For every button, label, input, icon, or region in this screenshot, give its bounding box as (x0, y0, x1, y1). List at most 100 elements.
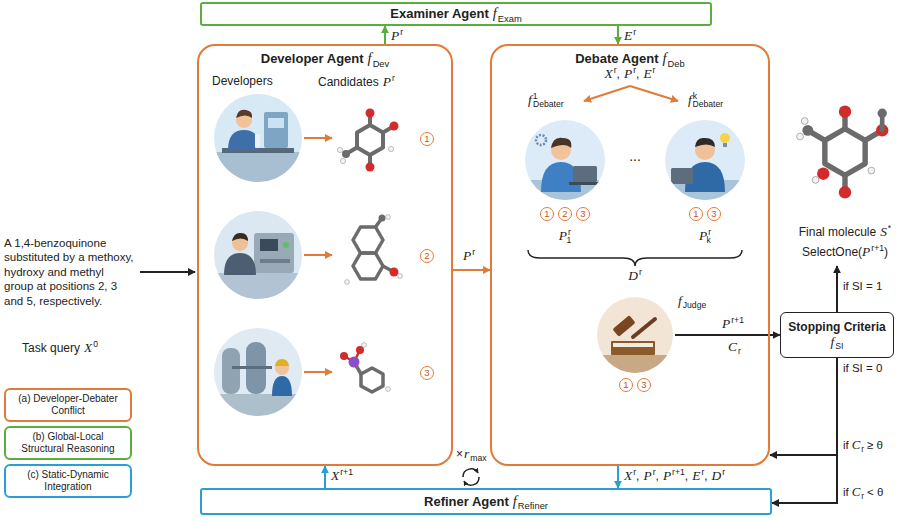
node-text: f (368, 50, 372, 66)
judge-photo (597, 297, 673, 375)
math-label: Debater (533, 99, 564, 109)
legend-box: (b) Global-Local Structural Reasoning (4, 426, 132, 460)
node-text: Examiner Agent (390, 6, 489, 21)
node-text: f (663, 50, 667, 66)
node-text: Dev (373, 59, 390, 69)
debater-photo (536, 135, 546, 145)
flow-arrow (772, 358, 837, 503)
math-label: Task query (22, 341, 80, 355)
developer-photo (214, 328, 302, 418)
label-run: 13 (687, 206, 723, 221)
developer-photo (224, 253, 256, 275)
math-label: , (636, 469, 639, 483)
math-label: k (707, 235, 711, 245)
heading-line: Stopping Criteria (788, 320, 885, 334)
flow-arrow (324, 466, 326, 488)
candidate-molecule (386, 215, 391, 220)
math-label: , (636, 67, 639, 81)
node-text: Stopping Criteria (788, 320, 885, 334)
label-run: Prk (699, 228, 711, 244)
final-molecule (797, 106, 889, 199)
math-label: E (624, 28, 632, 43)
candidate-molecule (379, 215, 386, 222)
final-molecule (868, 167, 875, 174)
candidate-molecule (353, 218, 394, 279)
candidate-molecule (340, 343, 390, 392)
node-text: Refiner (518, 501, 548, 511)
developer-photo (214, 152, 302, 184)
final-molecule (802, 125, 813, 136)
developer-photo (222, 348, 240, 394)
candidate-molecule (386, 387, 391, 392)
judge-photo (612, 315, 635, 337)
math-label: P (624, 66, 632, 81)
math-label: P (643, 468, 651, 483)
label-run: Pr (463, 248, 475, 264)
math-label: , (617, 67, 620, 81)
cycle-icon (464, 477, 479, 485)
label-run: Pr (391, 28, 403, 44)
candidate-molecule (346, 114, 394, 166)
math-label: if SI = 1 (843, 280, 882, 292)
candidate-molecule (342, 150, 350, 158)
candidate-molecule (349, 357, 360, 368)
label-run: Pr+1 (722, 316, 744, 332)
developer-photo (272, 376, 292, 396)
math-label: r (392, 73, 395, 83)
node-text: f (831, 334, 835, 349)
final-molecule (812, 176, 819, 183)
callout-number: 1 (619, 378, 633, 392)
math-label: D (712, 468, 722, 483)
label-run: 1 (418, 131, 436, 146)
candidate-molecule (345, 215, 403, 285)
math-label: Final molecule (799, 225, 876, 239)
heading-line: fSI (831, 334, 844, 350)
math-label: × (456, 447, 463, 461)
agent-box: Developer AgentfDev (197, 44, 453, 466)
debater-photo (573, 166, 597, 182)
candidate-molecule (362, 343, 367, 348)
judge-photo (597, 355, 673, 375)
candidate-molecule (366, 163, 375, 172)
debater-photo (525, 135, 605, 202)
math-label: f (678, 293, 682, 308)
candidate-molecule (361, 368, 383, 392)
debater-photo (720, 133, 730, 143)
select-arrow (836, 266, 838, 312)
candidate-molecule (337, 147, 342, 152)
label-run: fJudge (678, 293, 706, 309)
developer-photo (275, 359, 289, 366)
math-label: D (628, 268, 638, 283)
callout-number: 1 (420, 132, 434, 146)
math-label: r (400, 27, 403, 37)
math-label: r (738, 346, 741, 356)
label-run: 3 (418, 365, 436, 380)
math-label: r (633, 27, 636, 37)
math-label: r (722, 467, 725, 477)
final-molecule (797, 133, 804, 140)
math-label: r (861, 492, 864, 501)
callout-number: 3 (576, 207, 590, 221)
heading-line: Debate AgentfDeb (575, 50, 685, 67)
math-label: r+1 (871, 243, 884, 253)
heading-line: Examiner AgentfExam (390, 5, 521, 22)
label-run: 123 (538, 206, 592, 221)
node-text: SI (835, 341, 843, 351)
math-label: r (472, 247, 475, 257)
math-label: S (880, 224, 887, 239)
node-text: Refiner Agent (424, 494, 509, 509)
debater-photo (665, 120, 745, 202)
debater-photo (551, 138, 571, 148)
agent-box: Stopping CriteriafSI (780, 312, 894, 358)
math-label: r (708, 227, 711, 237)
flow-arrow (617, 466, 619, 488)
label-run: if SI = 1 (843, 280, 882, 294)
cycle-icon (463, 469, 478, 477)
label-run: f1Debater (528, 92, 564, 108)
developer-photo (264, 112, 288, 148)
debate-input-arrow (630, 86, 678, 101)
